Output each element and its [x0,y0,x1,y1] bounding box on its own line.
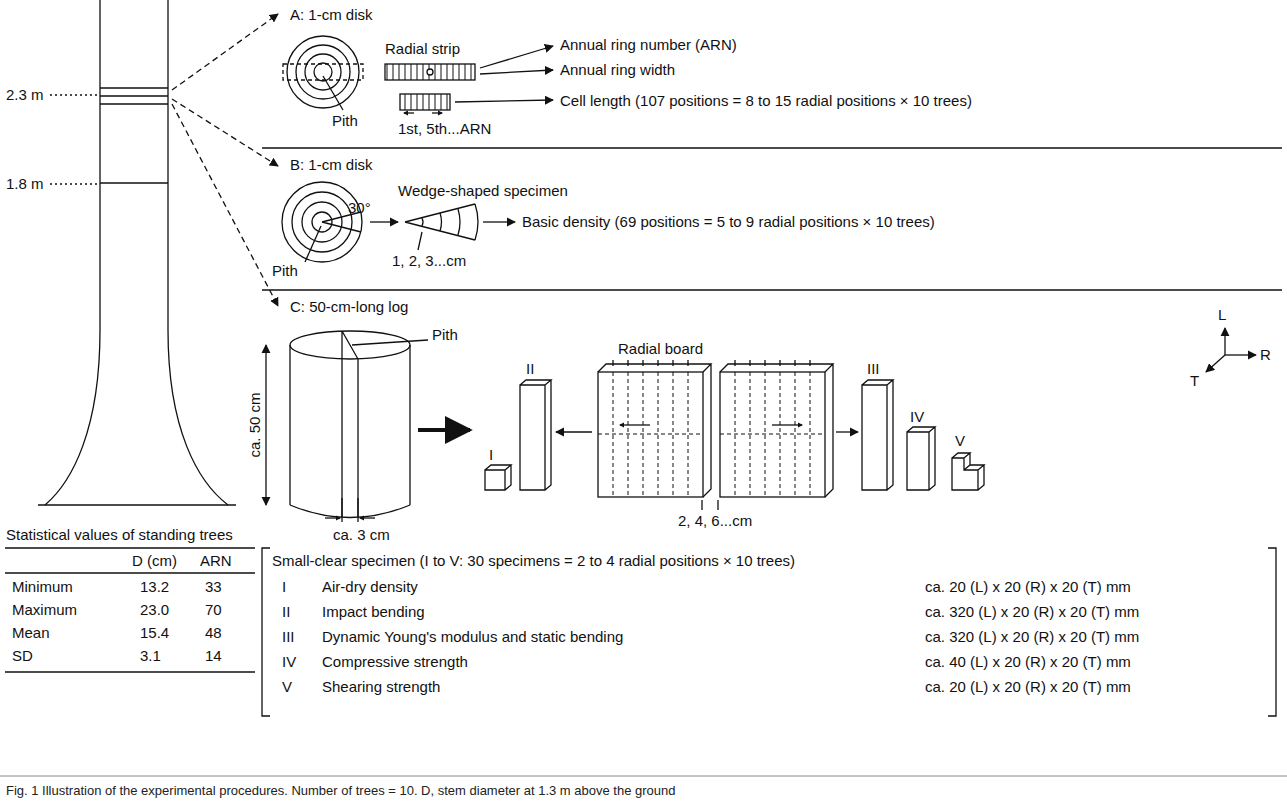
figure-label: ca. 50 cm [246,389,264,460]
figure-label: 30° [348,199,371,217]
figure-label: Minimum [12,578,73,596]
figure-label: R [1260,346,1271,364]
figure-label: ca. 320 (L) x 20 (R) x 20 (T) mm [925,628,1139,646]
figure-label: 13.2 [140,578,169,596]
figure-label: 15.4 [140,624,169,642]
figure-label: Basic density (69 positions = 5 to 9 rad… [522,213,935,231]
figure-label: ca. 40 (L) x 20 (R) x 20 (T) mm [925,653,1131,671]
figure-label: SD [12,647,33,665]
figure-label: Small-clear specimen (I to V: 30 specime… [272,552,795,570]
figure-label: Radial strip [385,40,460,58]
figure-label: III [282,628,295,646]
figure-label: II [282,603,290,621]
figure-label: D (cm) [132,552,177,570]
figure-label: ca. 3 cm [333,526,390,544]
figure-label: 48 [205,624,222,642]
figure-label: 3.1 [140,647,161,665]
figure-label: Dynamic Young's modulus and static bendi… [322,628,623,646]
figure-label: ca. 320 (L) x 20 (R) x 20 (T) mm [925,603,1139,621]
figure-label: ca. 20 (L) x 20 (R) x 20 (T) mm [925,678,1131,696]
figure-label: Cell length (107 positions = 8 to 15 rad… [560,92,972,110]
figure-label: Pith [332,112,358,130]
figure-label: Maximum [12,601,77,619]
figure-label: 23.0 [140,601,169,619]
figure-label: Air-dry density [322,578,418,596]
figure-label: C: 50-cm-long log [290,298,408,316]
figure-label: 1st, 5th...ARN [398,120,491,138]
figure-label: I [282,578,286,596]
figure-label: IV [282,653,296,671]
figure-label: Statistical values of standing trees [6,526,233,544]
figure-label: 33 [205,578,222,596]
figure-label: I [489,446,493,464]
figure-label: 2.3 m [6,86,44,104]
figure-label: T [1190,372,1199,390]
figure-label: B: 1-cm disk [290,156,373,174]
figure-label: Pith [272,262,298,280]
figure-label: IV [910,408,924,426]
figure-label: Mean [12,624,50,642]
figure-label: III [867,360,880,378]
figure-label: V [955,432,965,450]
figure-label: L [1218,306,1226,324]
figure-label: ARN [200,552,232,570]
figure-label: A: 1-cm disk [290,6,373,24]
figure-label: 70 [205,601,222,619]
figure-label: Radial board [618,340,703,358]
figure-label: 14 [205,647,222,665]
figure-label: V [282,678,292,696]
figure-label: Pith [432,326,458,344]
figure-label: Shearing strength [322,678,440,696]
figure-label: Compressive strength [322,653,468,671]
figure-label: Wedge-shaped specimen [398,182,568,200]
figure-label: 1.8 m [6,175,44,193]
figure-label: II [526,360,534,378]
figure-label: Annual ring width [560,61,675,79]
figure-label: Annual ring number (ARN) [560,36,737,54]
figure-label: 1, 2, 3...cm [392,252,466,270]
figure-caption: Fig. 1 Illustration of the experimental … [6,782,675,800]
figure-label: Impact bending [322,603,425,621]
figure-label: ca. 20 (L) x 20 (R) x 20 (T) mm [925,578,1131,596]
figure-label: 2, 4, 6...cm [678,512,752,530]
